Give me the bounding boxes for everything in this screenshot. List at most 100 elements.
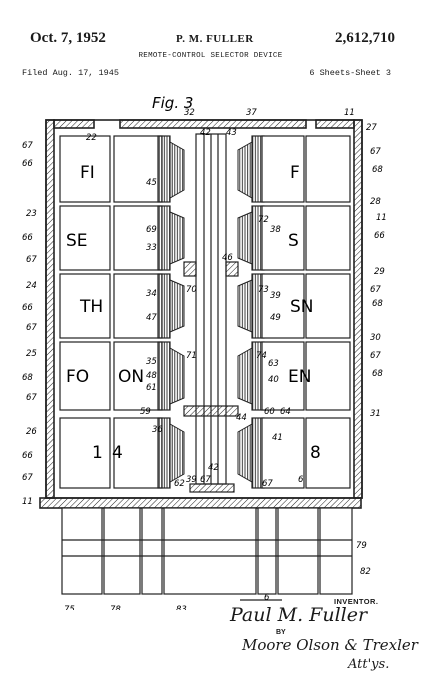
bevel-gears [169,141,253,483]
reference-numerals: 22 32 37 11 27 67 66 42 43 67 68 45 23 2… [22,108,387,610]
svg-text:68: 68 [372,165,383,175]
svg-text:69: 69 [146,225,157,235]
svg-text:33: 33 [146,243,157,253]
svg-text:40: 40 [268,375,279,385]
svg-text:S: S [288,231,299,251]
svg-text:8: 8 [310,443,321,463]
svg-text:43: 43 [226,128,237,138]
svg-text:75: 75 [64,605,75,610]
svg-text:SN: SN [290,297,314,317]
svg-text:32: 32 [184,108,195,118]
svg-text:22: 22 [86,133,97,143]
svg-text:11: 11 [376,213,387,223]
svg-text:44: 44 [236,413,247,423]
svg-text:ON: ON [118,367,144,387]
attorneys-signature: Moore Olson & Trexler [242,636,418,654]
svg-text:31: 31 [370,409,381,419]
central-shaft [183,133,239,493]
svg-text:28: 28 [370,197,381,207]
svg-text:36: 36 [152,425,163,435]
svg-text:45: 45 [146,178,157,188]
svg-text:41: 41 [272,433,283,443]
svg-text:46: 46 [222,253,233,263]
svg-text:39: 39 [186,475,197,485]
drum-legends: FI F SE S TH SN FO ON EN 1 4 8 [66,163,321,463]
drum-row-1 [59,135,351,203]
svg-text:82: 82 [360,567,371,577]
svg-text:60: 60 [264,407,275,417]
drum-row-5 [59,417,351,489]
svg-text:SE: SE [66,231,88,251]
svg-text:64: 64 [280,407,291,417]
svg-text:39: 39 [270,291,281,301]
svg-text:67: 67 [26,323,37,333]
patent-drawing: Fig. 3 [22,94,387,610]
svg-text:42: 42 [200,128,211,138]
svg-text:67: 67 [22,473,33,483]
svg-text:59: 59 [140,407,151,417]
svg-text:FI: FI [80,163,95,183]
svg-text:66: 66 [22,303,33,313]
svg-text:25: 25 [26,349,37,359]
svg-text:74: 74 [256,351,267,361]
svg-text:29: 29 [374,267,385,277]
svg-text:30: 30 [370,333,381,343]
svg-text:6: 6 [264,593,270,603]
inventor-name-header: P. M. FULLER [176,33,254,45]
svg-text:67: 67 [26,393,37,403]
svg-text:67: 67 [26,255,37,265]
drum-rows [59,135,351,489]
svg-text:67: 67 [262,479,273,489]
svg-text:6: 6 [298,475,304,485]
svg-text:61: 61 [146,383,157,393]
drum-row-2 [59,205,351,271]
svg-text:66: 66 [22,159,33,169]
svg-text:71: 71 [186,351,197,361]
svg-text:37: 37 [246,108,257,118]
svg-text:66: 66 [374,231,385,241]
svg-text:11: 11 [344,108,355,118]
svg-text:42: 42 [208,463,219,473]
svg-text:49: 49 [270,313,281,323]
svg-text:67: 67 [200,475,211,485]
svg-text:11: 11 [22,497,33,507]
svg-text:34: 34 [146,289,157,299]
svg-text:FO: FO [66,367,89,387]
svg-text:72: 72 [258,215,269,225]
svg-text:67: 67 [22,141,33,151]
svg-text:83: 83 [176,605,187,610]
svg-text:67: 67 [370,285,381,295]
svg-text:48: 48 [146,371,157,381]
svg-text:26: 26 [26,427,37,437]
svg-text:68: 68 [22,373,33,383]
svg-text:27: 27 [366,123,377,133]
svg-text:TH: TH [79,297,103,317]
sheet-count: 6 Sheets-Sheet 3 [309,68,391,78]
svg-text:66: 66 [22,451,33,461]
drum-row-3 [59,273,351,339]
by-label: BY [276,629,286,636]
svg-text:35: 35 [146,357,157,367]
patent-number: 2,612,710 [335,30,395,46]
filing-date: Filed Aug. 17, 1945 [22,68,119,78]
drum-row-4 [59,341,351,411]
attys-label: Att'ys. [348,657,390,672]
patent-date: Oct. 7, 1952 [30,30,106,46]
svg-text:73: 73 [258,285,269,295]
svg-text:47: 47 [146,313,157,323]
svg-text:70: 70 [186,285,197,295]
svg-text:79: 79 [356,541,367,551]
key-bars [61,507,353,601]
svg-text:F: F [290,163,300,183]
svg-text:23: 23 [26,209,37,219]
figure-label: Fig. 3 [152,94,193,112]
svg-text:68: 68 [372,369,383,379]
svg-text:24: 24 [26,281,37,291]
inventor-label: INVENTOR. [334,597,379,606]
svg-text:1: 1 [92,443,103,463]
svg-text:78: 78 [110,605,121,610]
inventor-signature: Paul M. Fuller [230,604,368,626]
frame [39,119,363,509]
svg-text:EN: EN [288,367,311,387]
svg-text:4: 4 [112,443,123,463]
